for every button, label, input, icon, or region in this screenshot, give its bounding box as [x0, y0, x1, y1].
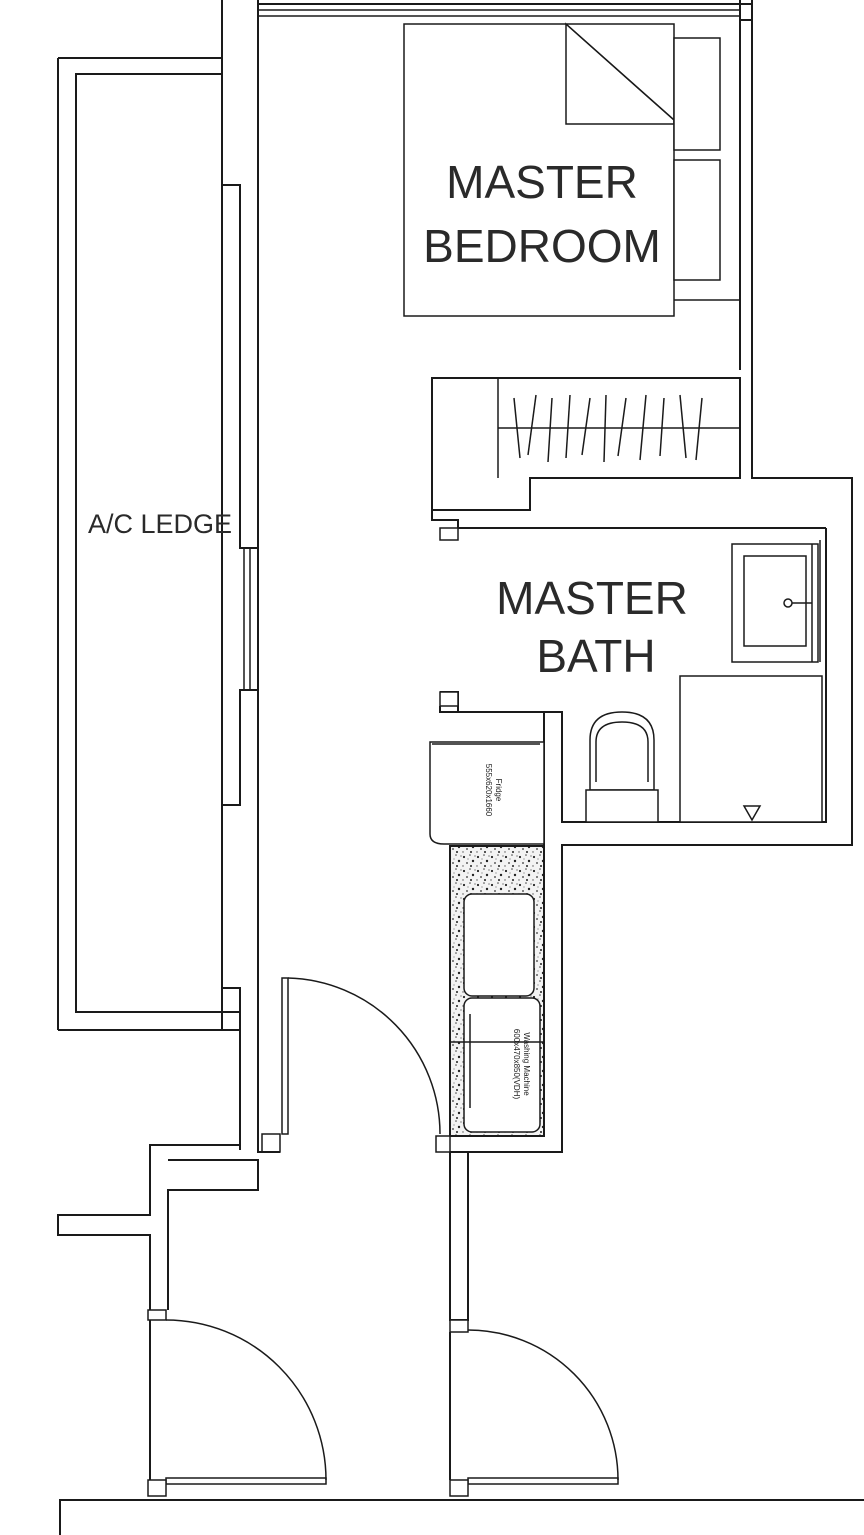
master-bath-label-1: MASTER — [496, 572, 688, 624]
ac-ledge — [57, 57, 241, 1031]
washing-machine-label: Washing Machine — [522, 1032, 531, 1096]
ac-ledge-label: A/C LEDGE — [88, 509, 232, 539]
washing-machine-size: 600x470x850(VDH) — [512, 1029, 521, 1100]
master-bedroom-label-1: MASTER — [446, 156, 638, 208]
master-bedroom-label-2: BEDROOM — [423, 220, 661, 272]
fridge: Fridge 555x620x1660 — [429, 741, 545, 845]
wardrobe-hangers — [513, 394, 703, 463]
entrance-door-right — [449, 1329, 619, 1497]
entrance-door-left — [147, 1319, 327, 1497]
bed: MASTER BEDROOM — [403, 22, 740, 317]
left-wall — [57, 0, 259, 1321]
master-bath: MASTER BATH — [439, 528, 827, 845]
master-bath-label-2: BATH — [536, 630, 655, 682]
top-window — [258, 0, 753, 21]
wardrobe — [431, 377, 826, 541]
bedroom-right-wall — [450, 20, 853, 1153]
fridge-size: 555x620x1660 — [484, 764, 493, 817]
fridge-label: Fridge — [494, 779, 503, 802]
inner-door — [257, 977, 469, 1333]
kitchen-counter: Washing Machine 600x470x850(VDH) — [449, 845, 545, 1137]
bottom-corridor-wall — [59, 1320, 864, 1535]
toilet — [585, 711, 659, 823]
